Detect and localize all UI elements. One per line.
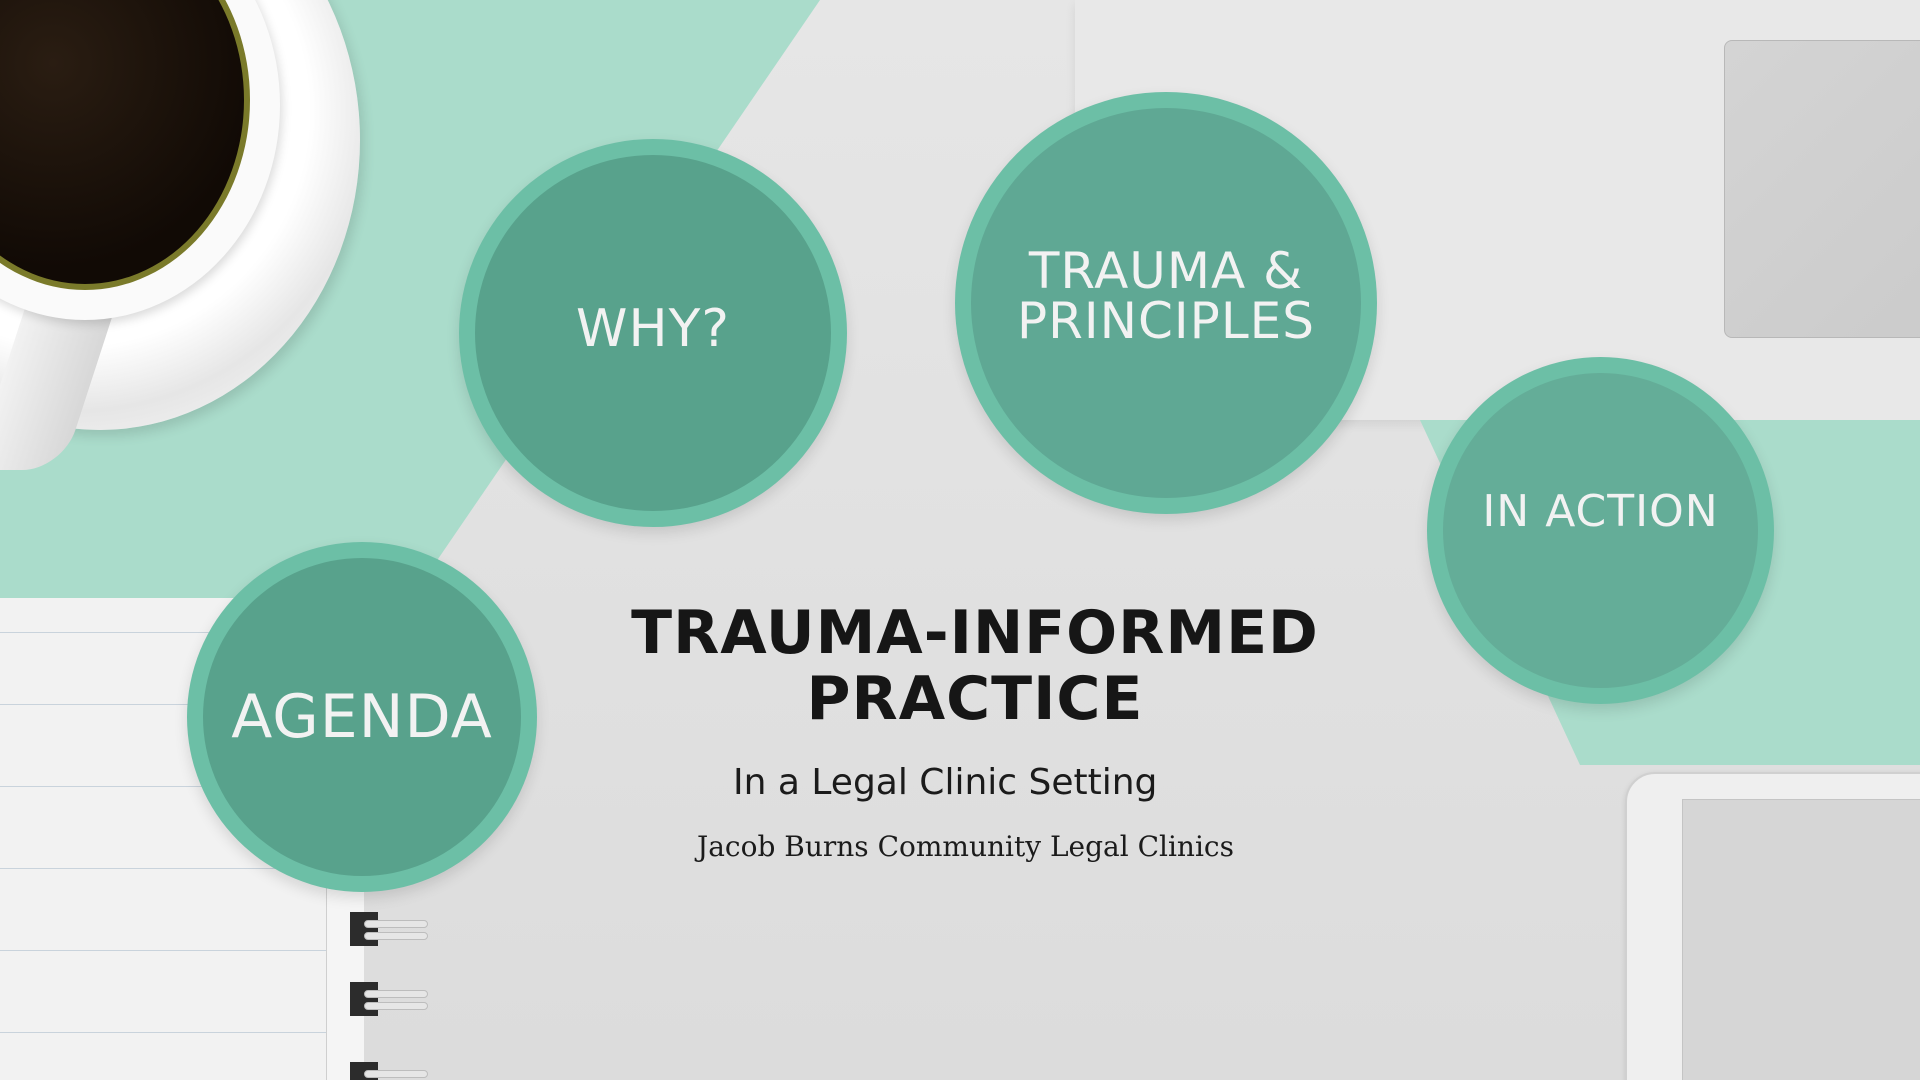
circle-fill bbox=[971, 108, 1361, 498]
circle-label: TRAUMA & PRINCIPLES bbox=[1017, 246, 1315, 346]
topic-circle-why[interactable]: WHY? bbox=[459, 139, 847, 527]
circle-fill bbox=[1443, 373, 1758, 688]
circle-label-line2: PRINCIPLES bbox=[1016, 292, 1316, 350]
topic-circle-trauma-principles[interactable]: TRAUMA & PRINCIPLES bbox=[955, 92, 1377, 514]
circle-label: WHY? bbox=[576, 299, 730, 359]
spiral-ring bbox=[350, 982, 430, 1016]
slide-title: TRAUMA-INFORMED PRACTICE bbox=[560, 600, 1390, 732]
tablet-device-bottom bbox=[1625, 772, 1920, 1080]
circle-label: IN ACTION bbox=[1482, 485, 1719, 537]
tablet-screen bbox=[1682, 799, 1920, 1080]
circle-label: AGENDA bbox=[231, 682, 493, 752]
topic-circle-agenda[interactable]: AGENDA bbox=[187, 542, 537, 892]
spiral-ring bbox=[350, 912, 430, 946]
slide-subtitle: In a Legal Clinic Setting bbox=[733, 762, 1158, 803]
organization-name: Jacob Burns Community Legal Clinics bbox=[697, 830, 1234, 863]
circle-fill bbox=[203, 558, 521, 876]
topic-circle-in-action[interactable]: IN ACTION bbox=[1427, 357, 1774, 704]
title-line-1: TRAUMA-INFORMED bbox=[631, 598, 1319, 668]
spiral-ring bbox=[350, 1062, 430, 1080]
tablet-device-top bbox=[1724, 40, 1920, 338]
title-line-2: PRACTICE bbox=[806, 664, 1144, 734]
circle-fill bbox=[475, 155, 831, 511]
circle-label-line1: TRAUMA & bbox=[1028, 242, 1304, 300]
